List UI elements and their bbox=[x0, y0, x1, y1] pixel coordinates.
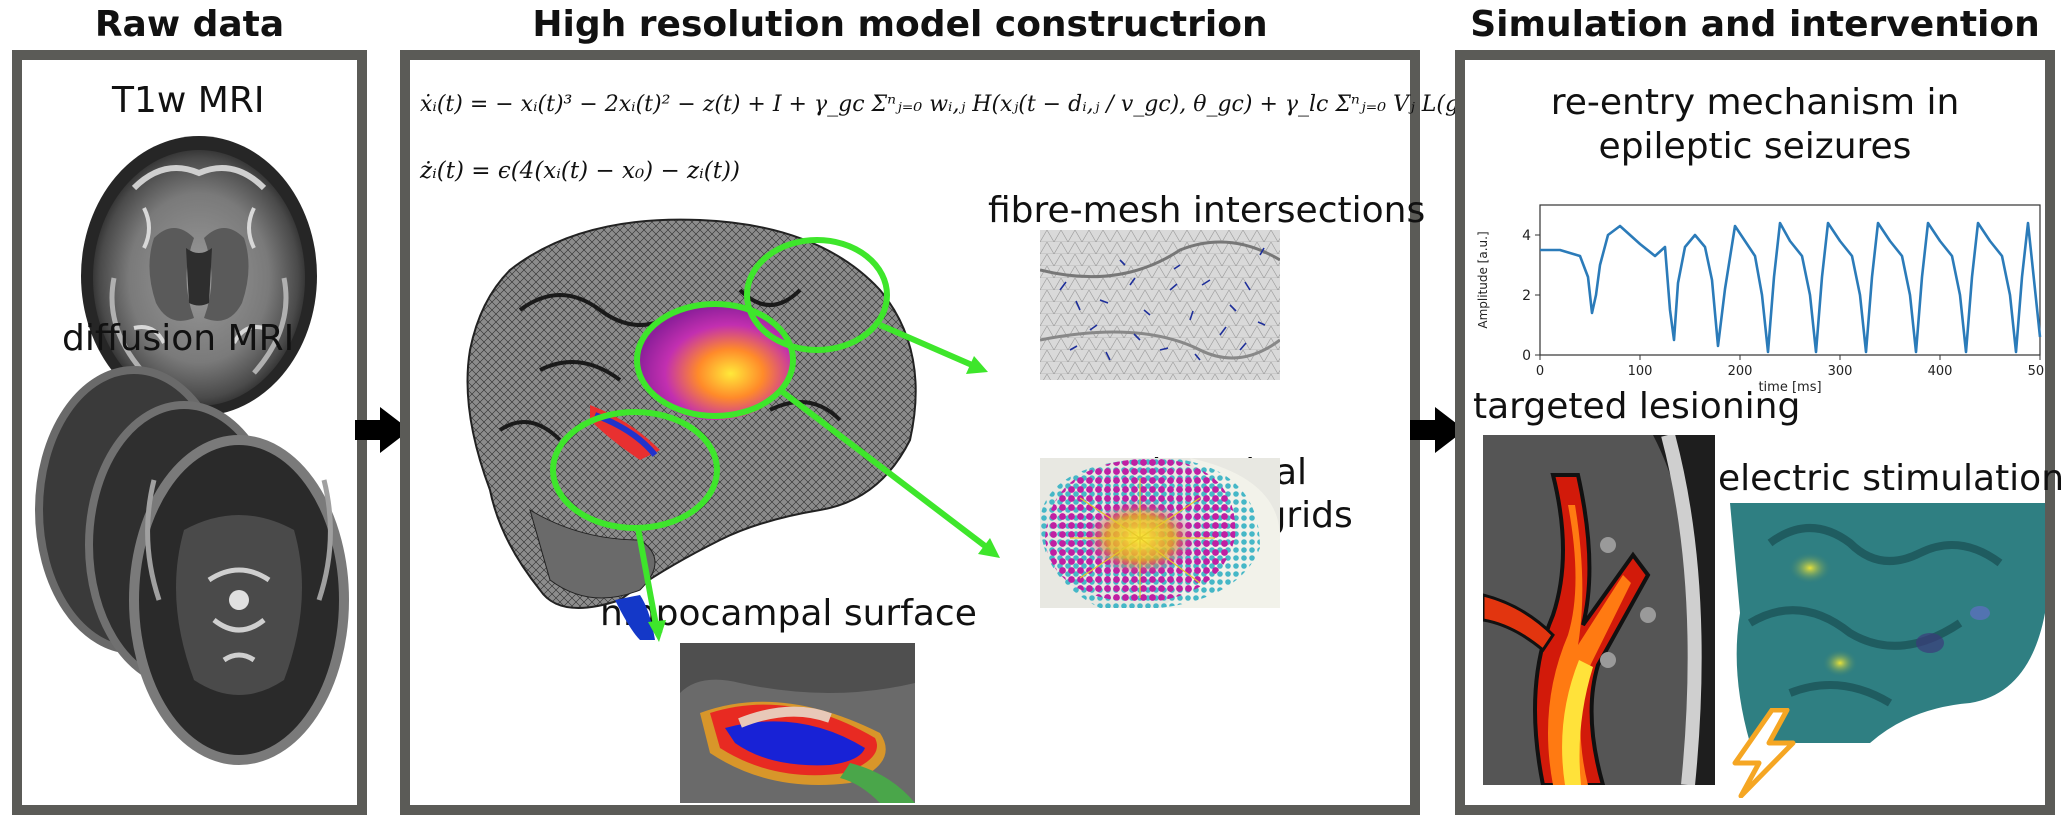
flow-arrow-1 bbox=[355, 407, 410, 453]
plot-frame bbox=[1539, 204, 2041, 356]
lesion-image bbox=[1483, 435, 1715, 785]
x-tick-label: 500 bbox=[2028, 364, 2045, 379]
x-axis-label: time [ms] bbox=[1758, 380, 1821, 395]
simulation-heading: Simulation and intervention bbox=[1470, 4, 2040, 45]
electric-stimulation-label: electric stimulation bbox=[1718, 458, 2065, 499]
reentry-label-line2: epileptic seizures bbox=[1598, 126, 1912, 167]
raw-data-panel: T1w MRI diffusion MRI bbox=[12, 50, 367, 815]
y-tick-label: 0 bbox=[1522, 348, 1531, 364]
fibre-mesh-image bbox=[1040, 230, 1280, 380]
subcortical-highlight-circle bbox=[634, 301, 796, 419]
x-tick-label: 300 bbox=[1828, 364, 1853, 379]
t1w-mri-label: T1w MRI bbox=[112, 80, 265, 121]
raw-data-heading: Raw data bbox=[94, 4, 285, 45]
x-tick-label: 400 bbox=[1928, 364, 1953, 379]
lightning-icon bbox=[1732, 708, 1796, 798]
reentry-label-line1: re-entry mechanism in bbox=[1550, 82, 1960, 123]
diffusion-mri-label: diffusion MRI bbox=[62, 318, 295, 359]
subcortical-grid-image bbox=[1040, 458, 1280, 608]
hippocampal-highlight-circle bbox=[550, 409, 720, 531]
fibre-highlight-circle bbox=[744, 237, 890, 353]
x-tick-label: 100 bbox=[1628, 364, 1653, 379]
x-tick-label: 200 bbox=[1728, 364, 1753, 379]
targeted-lesioning-label: targeted lesioning bbox=[1473, 386, 1801, 427]
simulation-panel: re-entry mechanism in epileptic seizures… bbox=[1455, 50, 2064, 815]
y-tick-label: 2 bbox=[1522, 288, 1531, 304]
hippocampal-surface-image bbox=[680, 643, 915, 803]
t1w-mri-image bbox=[81, 136, 317, 416]
y-axis-label: Amplitude [a.u.] bbox=[1476, 231, 1490, 328]
stimulation-image bbox=[1730, 503, 2045, 743]
x-tick-label: 0 bbox=[1536, 364, 1544, 379]
amplitude-chart: 0 100 200 300 400 500 0 2 4 time [ms] Amplitude [a… bbox=[1476, 204, 2045, 395]
fibre-mesh-label: fibre-mesh intersections bbox=[988, 190, 1426, 231]
model-panel: ẋᵢ(t) = − xᵢ(t)³ − 2xᵢ(t)² − z(t) + I + … bbox=[400, 50, 1758, 815]
flow-arrow-2 bbox=[1410, 407, 1465, 453]
series-line-0 bbox=[1540, 221, 2042, 354]
highlight-overlay bbox=[550, 237, 1000, 642]
equation-z: żᵢ(t) = ϵ(4(xᵢ(t) − x₀) − zᵢ(t)) bbox=[420, 158, 740, 184]
y-tick-label: 4 bbox=[1522, 228, 1531, 244]
model-heading: High resolution model constructrion bbox=[532, 4, 1268, 45]
diffusion-mri-image bbox=[35, 366, 349, 765]
